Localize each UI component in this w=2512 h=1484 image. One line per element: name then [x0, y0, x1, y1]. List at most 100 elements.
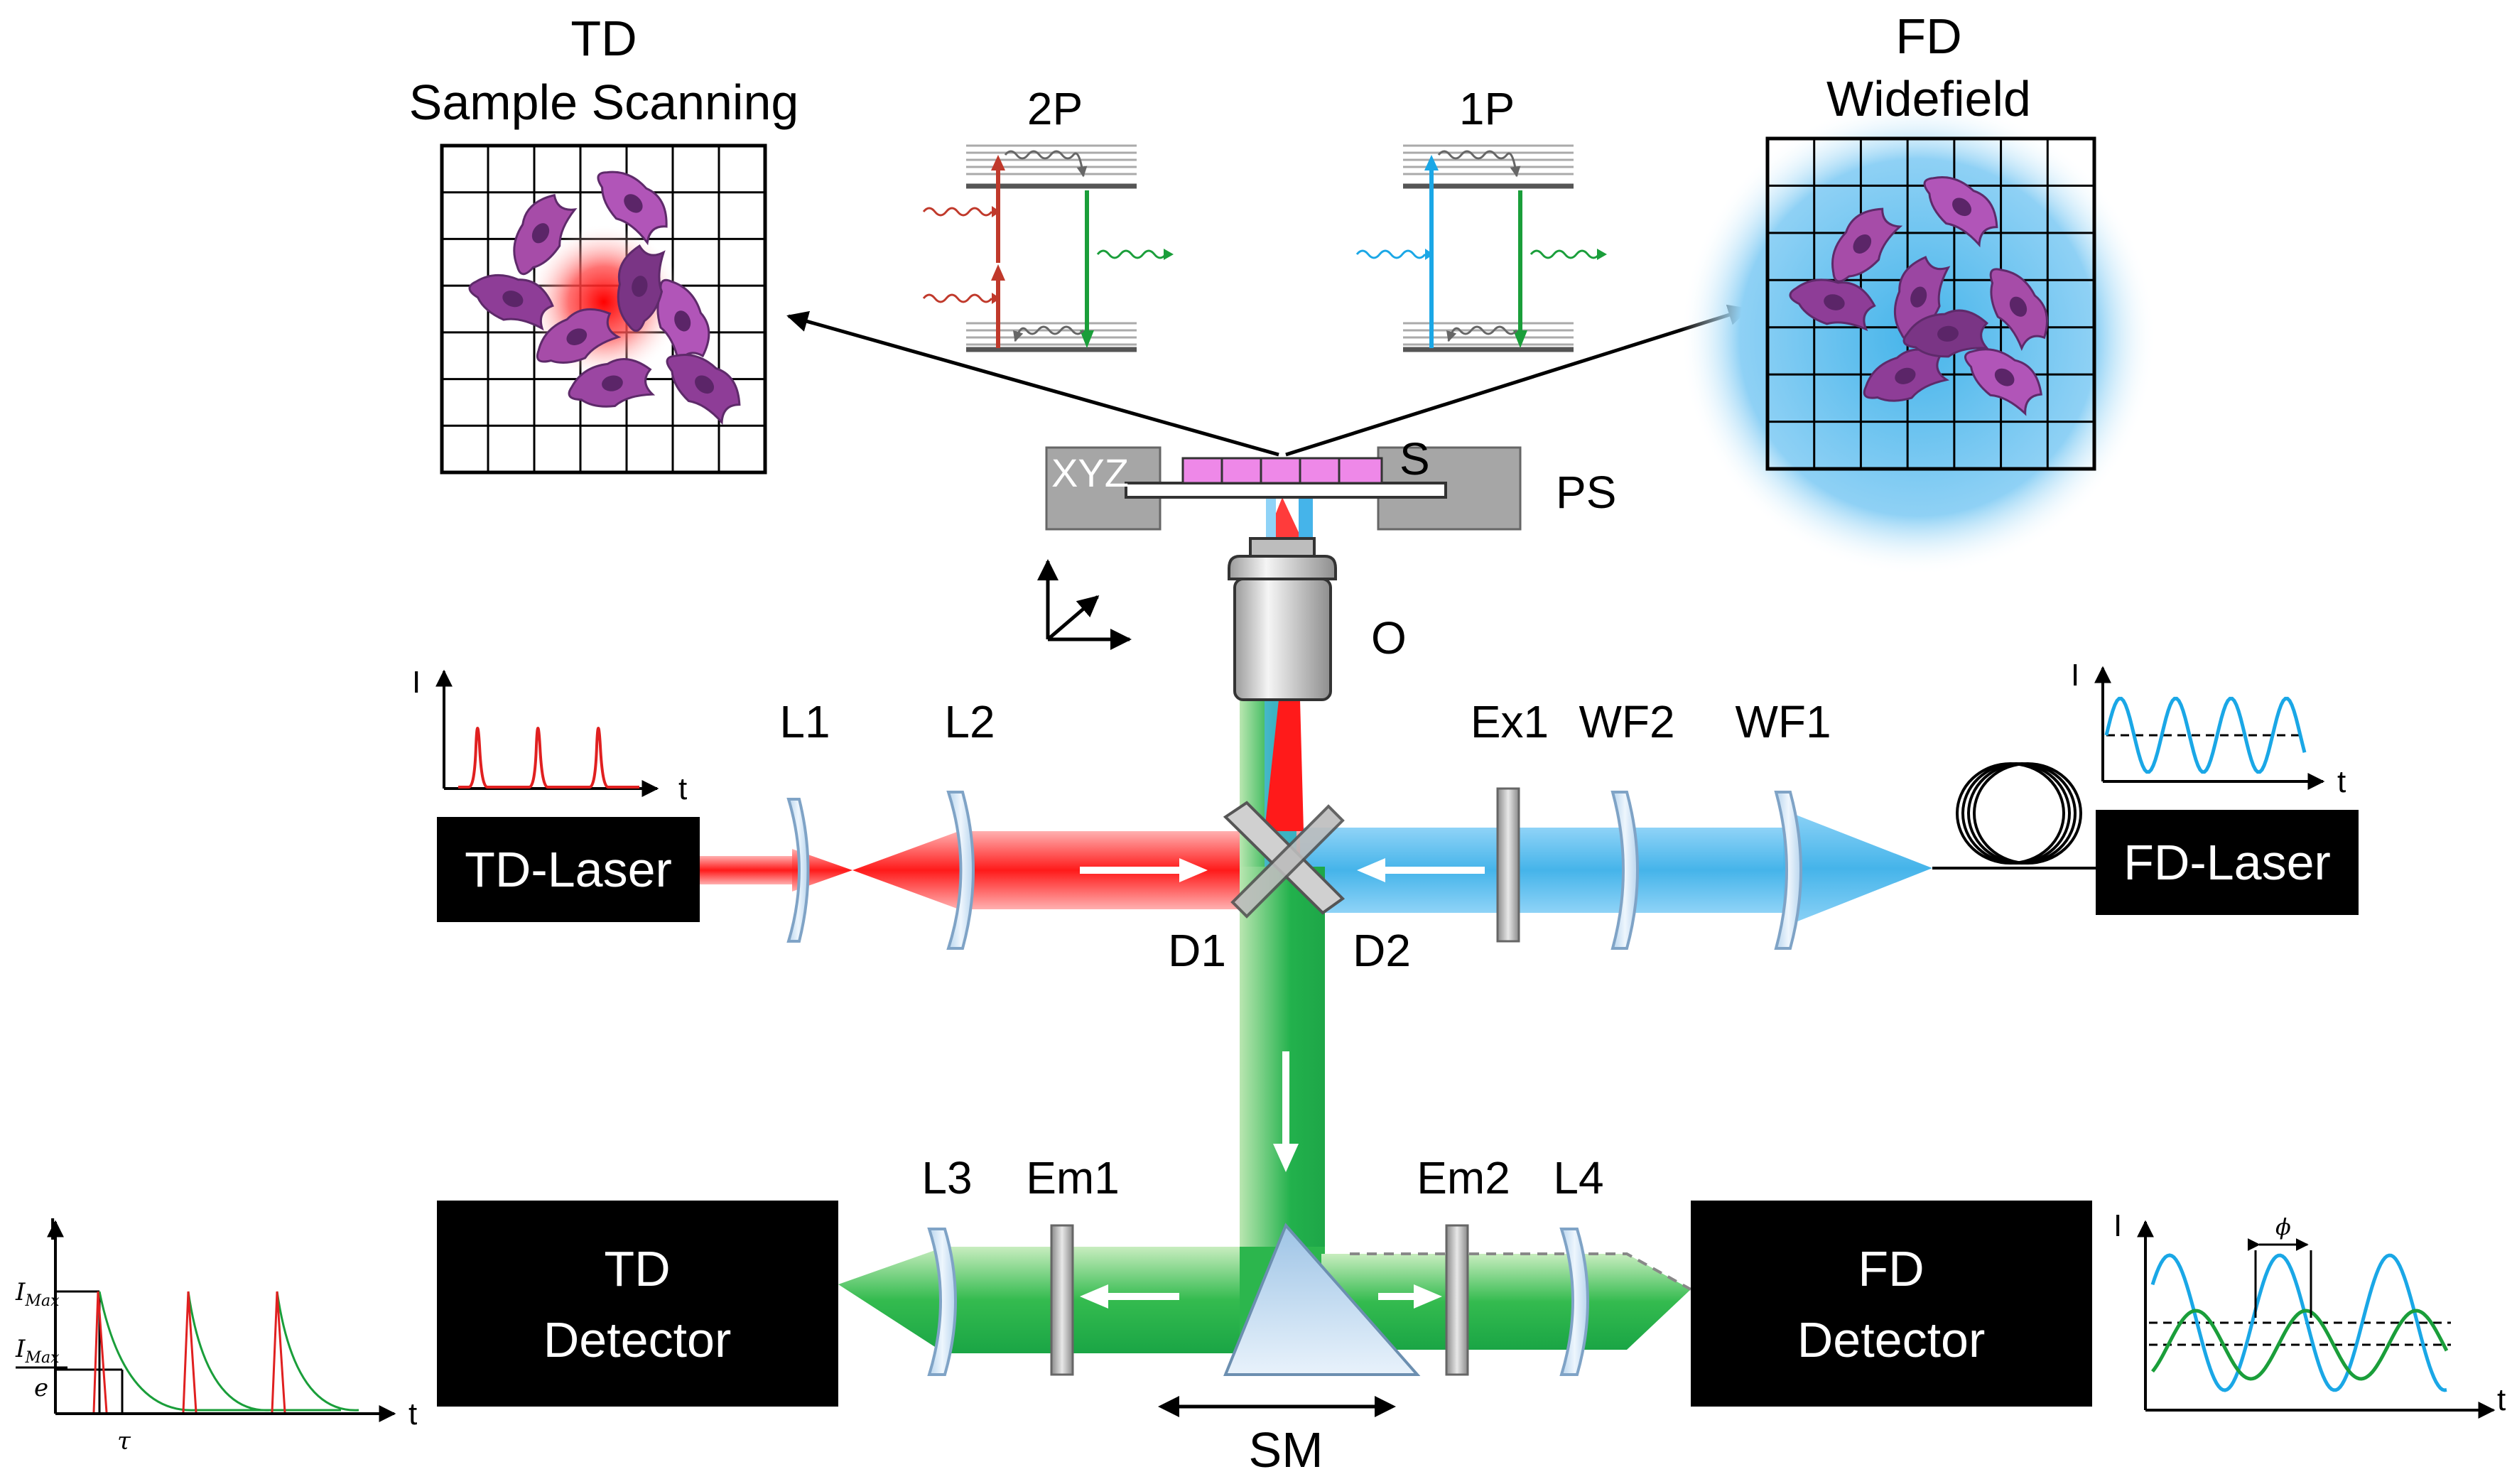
objective-label: O	[1371, 612, 1407, 664]
td-title-1: TD	[570, 11, 637, 66]
wf1-label: WF1	[1735, 696, 1831, 747]
inset-td-laser-pulses: I t	[412, 665, 687, 806]
cell-shape	[617, 244, 666, 332]
l3-label: L3	[921, 1152, 972, 1203]
scanning-mirror-prism	[1223, 1223, 1421, 1376]
lens-l3	[927, 1228, 957, 1376]
fd-title-1: FD	[1895, 9, 1961, 64]
decay-i-label: I	[48, 1212, 57, 1247]
cell-shape	[568, 358, 656, 408]
filters	[1050, 787, 1520, 1376]
fd-detector-box	[1691, 1201, 2092, 1407]
td-beam-focus-right	[852, 831, 959, 909]
inset-fd-laser-modulation: I t	[2071, 658, 2346, 799]
wf2-label: WF2	[1579, 696, 1674, 747]
td-title-2: Sample Scanning	[409, 75, 799, 130]
beam-direction-arrows	[1080, 858, 1485, 1309]
fd-detector-label-2: Detector	[1797, 1312, 1986, 1367]
cell-shape	[597, 170, 668, 246]
td-pulse-train	[458, 727, 639, 789]
fd-laser-t-label: t	[2337, 764, 2346, 799]
cell-shape	[1902, 309, 1990, 358]
cell-shape	[1964, 348, 2042, 416]
td-detector-label-2: Detector	[543, 1312, 732, 1367]
td-detector-box	[437, 1201, 838, 1407]
cell-shape	[1923, 176, 1998, 248]
lens-l2	[946, 791, 975, 950]
em1-label: Em1	[1026, 1152, 1120, 1203]
lens-l4	[1559, 1228, 1589, 1376]
xyz-label: XYZ	[1051, 450, 1129, 495]
dichroic-mirrors	[1223, 801, 1346, 919]
xyz-axes-icon	[1037, 559, 1132, 650]
phase-t-label: t	[2497, 1382, 2506, 1417]
filter-em1	[1050, 1224, 1074, 1376]
fd-laser-label: FD-Laser	[2123, 835, 2331, 890]
one-photon-label: 1P	[1459, 83, 1515, 134]
td-beam-segment	[700, 856, 792, 884]
cell-shape	[1893, 256, 1951, 342]
cell-shape	[513, 193, 578, 276]
sample-slide	[1125, 482, 1447, 499]
cell-shape	[1989, 268, 2048, 352]
fd-widefield	[1680, 99, 2156, 575]
jablonski-1p	[1355, 144, 1607, 352]
fd-cells	[1789, 176, 2048, 416]
phase-shift-label: ϕ	[2275, 1213, 2291, 1240]
cell-shape	[468, 273, 554, 331]
excitation-sine	[2150, 1253, 2447, 1392]
em2-label: Em2	[1417, 1152, 1510, 1203]
sample-well	[1181, 457, 1383, 484]
piezo-stage-label: PS	[1556, 467, 1616, 518]
emission-sine	[2151, 1309, 2449, 1381]
imax-e-denominator: e	[34, 1374, 48, 1402]
decay-t-label: t	[408, 1397, 417, 1431]
td-detector-label-1: TD	[604, 1241, 670, 1296]
td-cells	[468, 170, 741, 426]
dichroic-d2	[1230, 804, 1345, 919]
d2-label: D2	[1353, 925, 1411, 976]
cell-shape	[666, 354, 741, 426]
cell-shape	[536, 308, 622, 364]
component-labels: TD Sample Scanning FD Widefield 2P 1P S …	[409, 9, 2031, 1478]
inset-fd-phase: I t ϕ	[2113, 1208, 2506, 1419]
optical-fiber	[1932, 762, 2096, 870]
ex1-label: Ex1	[1471, 696, 1549, 747]
red-up-beam	[1265, 700, 1304, 831]
cell-shape	[1831, 207, 1903, 283]
td-laser-box	[437, 817, 700, 922]
sm-label: SM	[1249, 1422, 1323, 1478]
fd-detector-label-1: FD	[1858, 1241, 1924, 1296]
fd-laser-sine	[2104, 696, 2307, 774]
lens-wf1	[1774, 791, 1802, 950]
cell-shape	[1863, 348, 1950, 402]
tau-label: τ	[117, 1427, 131, 1456]
cell-shape	[1789, 278, 1876, 332]
phase-i-label: I	[2113, 1208, 2122, 1243]
emission-beam-fd-3	[1584, 1254, 1627, 1350]
td-sample-grid	[440, 143, 767, 475]
l2-label: L2	[944, 696, 995, 747]
l1-label: L1	[779, 696, 830, 747]
filter-ex1	[1496, 787, 1520, 943]
emission-cone-td	[838, 1247, 945, 1353]
lens-wf2	[1610, 791, 1639, 950]
fd-laser-i-label: I	[2071, 658, 2079, 693]
fd-beam-cone	[1783, 810, 1932, 927]
td-pulse-i-label: I	[412, 665, 421, 700]
emission-cone-fd	[1627, 1254, 1691, 1350]
d1-label: D1	[1168, 925, 1226, 976]
lenses	[786, 791, 1802, 1376]
filter-em2	[1445, 1224, 1469, 1376]
fd-laser-box	[2096, 810, 2359, 915]
objective-lens	[1228, 537, 1337, 701]
projection-arrows	[786, 304, 1750, 457]
td-laser-label: TD-Laser	[465, 842, 672, 897]
inset-td-decay: I t IMax IMax e τ	[15, 1212, 417, 1456]
imax-e-numerator: IMax	[15, 1335, 60, 1367]
jablonski-2p	[922, 144, 1174, 352]
sample-label: S	[1400, 433, 1430, 484]
lens-l1	[786, 798, 810, 943]
